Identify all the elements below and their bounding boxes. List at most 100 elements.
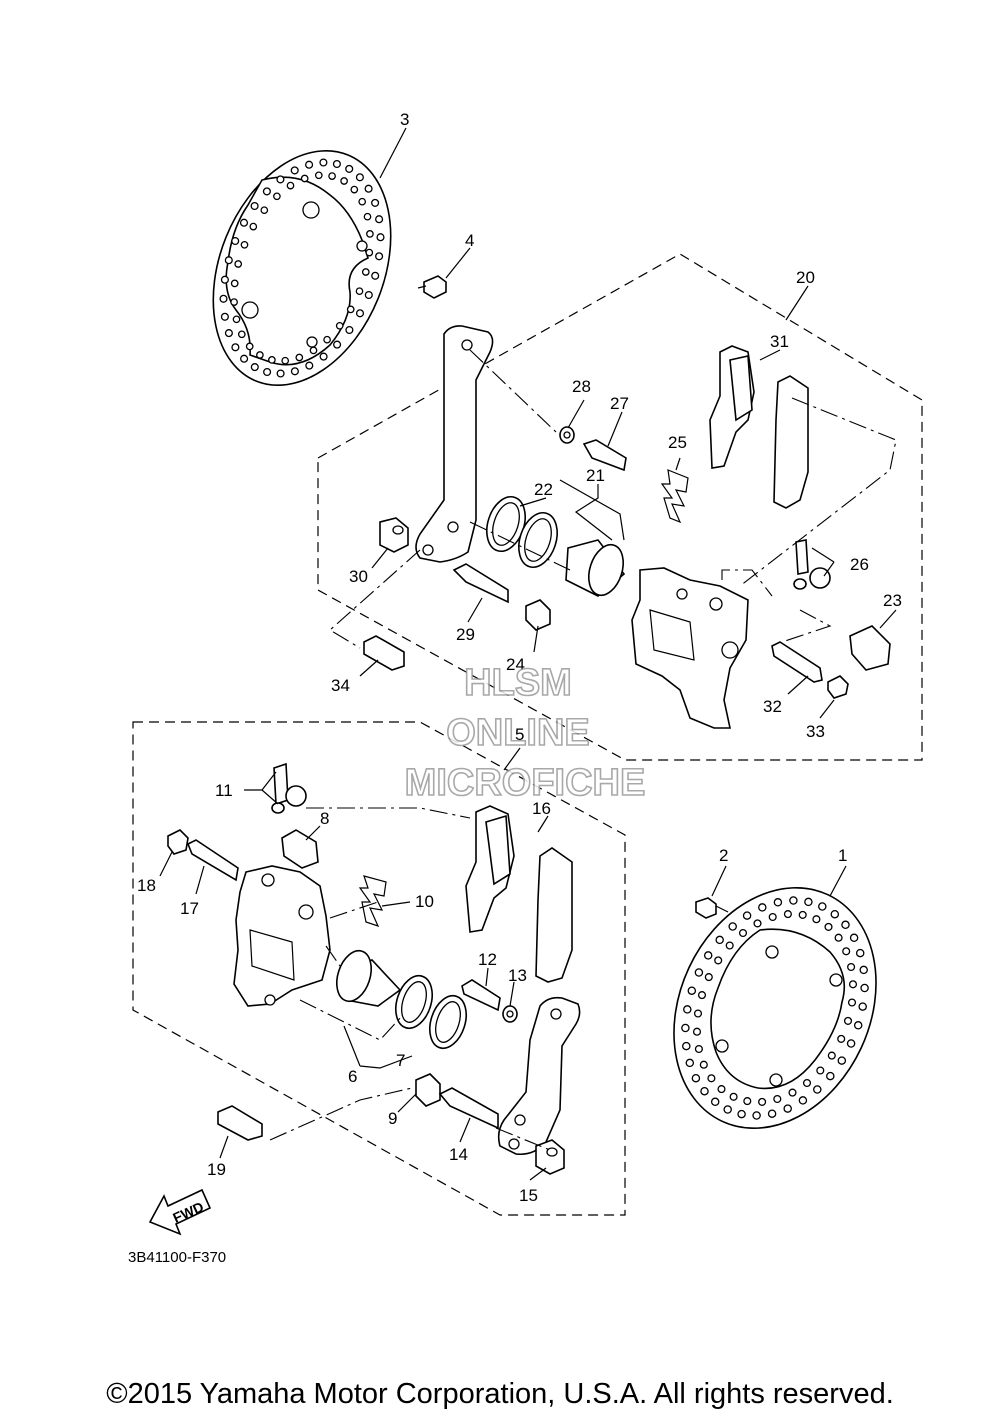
callout-21: 21: [586, 466, 605, 485]
disc-hole: [743, 1097, 752, 1106]
disc-hole: [855, 948, 865, 958]
slide-pin-14: [438, 1087, 499, 1130]
disc-hole: [231, 236, 240, 246]
disc-hole: [220, 312, 229, 321]
disc-hole: [355, 173, 364, 182]
disc-hole: [848, 980, 858, 989]
disc-hole: [737, 1109, 746, 1119]
piston-seals-7: [395, 974, 467, 1050]
disc-hole: [375, 252, 384, 261]
callout-32: 32: [763, 697, 782, 716]
disc-hole: [704, 973, 713, 982]
disc-hole: [843, 1016, 853, 1025]
disc-hole: [365, 248, 374, 257]
disc-hole: [355, 287, 364, 296]
callout-29: 29: [456, 625, 475, 644]
disc-hole: [234, 260, 243, 268]
disc-hole: [768, 912, 777, 922]
disc-hole: [364, 290, 373, 300]
disc-hole: [753, 919, 762, 928]
disc-hole: [758, 903, 767, 912]
callout-10: 10: [415, 892, 434, 911]
disc-hole: [813, 1085, 822, 1094]
disc-hole: [707, 1074, 716, 1083]
disc-hole: [681, 1023, 690, 1033]
disc-hole: [364, 184, 373, 193]
disc-hole: [358, 197, 367, 206]
disc-hole: [818, 902, 827, 911]
caliper-body-lower: [233, 865, 331, 1007]
plug-18: [167, 829, 189, 855]
disc-hole: [230, 298, 238, 306]
washer-13: [502, 1005, 518, 1023]
brake-disc-lower: [673, 887, 877, 1129]
cap-8: [281, 829, 319, 869]
rear-caliper-assembly-boundary: [317, 253, 923, 761]
disc-hole: [752, 1111, 761, 1120]
disc-hole: [375, 215, 384, 224]
cap-9: [415, 1073, 441, 1107]
disc-hole: [685, 1058, 695, 1068]
disc-hole: [788, 1088, 797, 1097]
disc-hole: [300, 174, 309, 183]
disc-hole: [858, 1002, 867, 1011]
brake-disc-upper: [212, 149, 392, 387]
disc-hole: [693, 1009, 703, 1018]
brake-pads-upper: [709, 345, 809, 509]
callout-16: 16: [532, 799, 551, 818]
callout-17: 17: [180, 899, 199, 918]
disc-hole: [859, 965, 868, 975]
disc-hole: [260, 206, 269, 215]
bleed-screw-11: [271, 762, 307, 814]
disc-hole: [276, 369, 285, 378]
bleed-screw-26: [793, 539, 831, 590]
disc-hole: [305, 361, 314, 370]
callout-31: 31: [770, 332, 789, 351]
diagram-reference-code: 3B41100-F370: [128, 1249, 226, 1266]
callout-14: 14: [449, 1145, 468, 1164]
callout-25: 25: [668, 433, 687, 452]
disc-hole: [346, 305, 355, 314]
disc-hole: [361, 268, 370, 276]
disc-hole: [700, 1086, 709, 1096]
disc-hole: [319, 158, 328, 167]
disc-hole: [798, 1096, 808, 1105]
callout-8: 8: [320, 809, 329, 828]
callout-2: 2: [719, 846, 728, 865]
disc-hole: [824, 922, 833, 931]
disc-hole: [231, 343, 240, 352]
callout-18: 18: [137, 876, 156, 895]
disc-hole: [335, 321, 344, 330]
disc-hole: [738, 928, 748, 938]
disc-hole: [783, 910, 792, 919]
bushing-30: [379, 517, 409, 553]
disc-hole: [263, 367, 272, 377]
disc-hole: [350, 185, 359, 194]
disc-hole: [830, 909, 840, 919]
disc-hole: [240, 240, 249, 249]
brake-caliper-exploded-diagram: 1 2 3 4 5 6 7 8 9 10 11 12 13 14 15 16 1…: [128, 110, 923, 1266]
disc-hole: [376, 233, 385, 242]
disc-hole: [276, 175, 285, 184]
disc-hole: [232, 315, 241, 324]
disc-hole: [295, 353, 304, 362]
callout-23: 23: [883, 591, 902, 610]
disc-hole: [725, 941, 734, 950]
disc-hole: [305, 160, 314, 169]
callout-24: 24: [506, 655, 525, 674]
leader-lines: [159, 127, 897, 1181]
plug-33: [827, 675, 849, 699]
disc-bolt-upper: [417, 275, 447, 299]
piston-6: [335, 949, 402, 1007]
disc-hole: [798, 910, 807, 919]
disc-hole: [699, 1060, 708, 1069]
disc-hole: [323, 335, 331, 344]
callout-28: 28: [572, 377, 591, 396]
disc-hole: [767, 1109, 777, 1118]
callout-30: 30: [349, 567, 368, 586]
disc-hole: [697, 991, 707, 1000]
disc-hole: [773, 1094, 782, 1104]
disc-hole: [715, 935, 724, 945]
bushing-15: [535, 1139, 565, 1175]
callout-3: 3: [400, 110, 409, 129]
